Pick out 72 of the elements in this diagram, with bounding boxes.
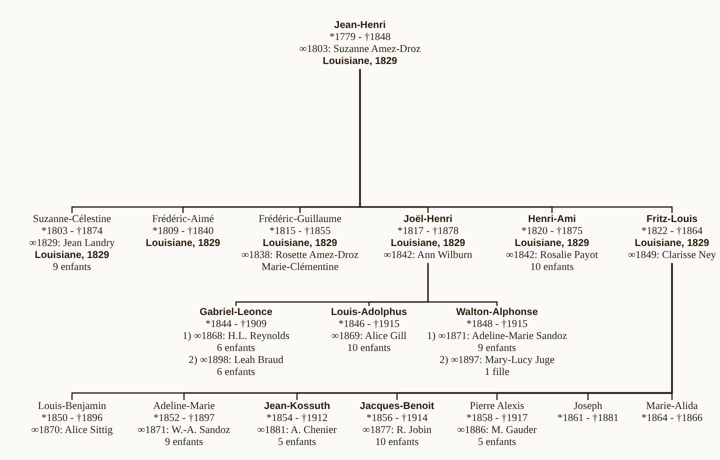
emigration-note: Louisiane, 1829	[322, 56, 398, 68]
person-detail: 1) ∞1868: H.L. Reynolds	[182, 331, 290, 343]
person-detail: *1779 - †1848	[329, 32, 391, 44]
person-detail: ∞1842: Ann Wilburn	[384, 250, 472, 262]
person-name: Henri-Ami	[528, 214, 576, 226]
person-detail: 10 enfants	[347, 343, 391, 355]
person-detail: 2) ∞1897: Mary-Lucy Juge	[439, 355, 555, 367]
person-detail: *1858 - †1917	[466, 413, 528, 425]
emigration-note: Louisiane, 1829	[34, 250, 110, 262]
person-name: Fritz-Louis	[646, 214, 698, 226]
person-detail: *1846 - †1915	[338, 319, 400, 331]
person-detail: *1864 - †1866	[641, 413, 703, 425]
person-name: Frédéric-Aimé	[152, 214, 214, 226]
person-detail: *1850 - †1896	[41, 413, 103, 425]
tree-line	[427, 263, 498, 306]
emigration-note: Louisiane, 1829	[262, 238, 338, 250]
person-detail: 9 enfants	[164, 437, 204, 449]
person-detail: Marie-Clémentine	[262, 262, 338, 274]
emigration-note: Louisiane, 1829	[634, 238, 710, 250]
person-detail: 6 enfants	[216, 343, 256, 355]
person-detail: ∞1829: Jean Landry	[29, 238, 115, 250]
person-detail: 1) ∞1871: Adeline-Marie Sandoz	[426, 331, 568, 343]
person-detail: *1803 - †1874	[41, 226, 103, 238]
person-name: Marie-Alida	[646, 401, 698, 413]
person-detail: *1844 - †1909	[205, 319, 267, 331]
person-detail: 5 enfants	[278, 437, 316, 449]
person-detail: *1822 - †1864	[641, 226, 703, 238]
person-name: Louis-Adolphus	[330, 307, 408, 319]
person-detail: ∞1871: W.-A. Sandoz	[138, 425, 230, 437]
person-detail: 10 enfants	[375, 437, 419, 449]
person-detail: ∞1869: Alice Gill	[331, 331, 407, 343]
person-name: Jacques-Benoit	[360, 401, 434, 413]
person-detail: 9 enfants	[478, 343, 516, 355]
emigration-note: Louisiane, 1829	[146, 238, 220, 250]
person-detail: ∞1842: Rosalie Payot	[506, 250, 598, 262]
person-detail: ∞1870: Alice Sittig	[31, 425, 113, 437]
person-detail: ∞1886: M. Gauder	[457, 425, 537, 437]
person-detail: ∞1877: R. Jobin	[362, 425, 432, 437]
person-name: Joseph	[574, 401, 602, 413]
tree-line	[671, 263, 673, 400]
person-name: Walton-Alphonse	[456, 307, 538, 319]
emigration-note: Louisiane, 1829	[514, 238, 590, 250]
person-name: Joël-Henri	[404, 214, 452, 226]
person-detail: *1852 - †1897	[153, 413, 215, 425]
person-detail: *1815 - †1855	[269, 226, 331, 238]
person-detail: 2) ∞1898: Leah Braud	[188, 355, 284, 367]
emigration-note: Louisiane, 1829	[390, 238, 466, 250]
person-detail: *1817 - †1878	[397, 226, 459, 238]
person-detail: *1809 - †1840	[152, 226, 214, 238]
person-detail: ∞1838: Rosette Amez-Droz	[241, 250, 359, 262]
tree-line	[359, 69, 673, 213]
person-name: Pierre Alexis	[470, 401, 524, 413]
person-name: Suzanne-Célestine	[32, 214, 112, 226]
person-detail: ∞1881: A. Chenier	[257, 425, 337, 437]
person-name: Adeline-Marie	[153, 401, 215, 413]
person-name: Frédéric-Guillaume	[258, 214, 342, 226]
person-name: Gabriel-Leonce	[200, 307, 272, 319]
person-detail: *1820 - †1875	[521, 226, 583, 238]
person-detail: ∞1849: Clarisse Ney	[628, 250, 716, 262]
person-detail: *1861 - †1881	[557, 413, 619, 425]
person-detail: 6 enfants	[216, 367, 256, 379]
person-detail: 10 enfants	[530, 262, 574, 274]
person-detail: 1 fille	[484, 367, 510, 379]
person-detail: *1856 - †1914	[366, 413, 428, 425]
person-detail: 9 enfants	[52, 262, 92, 274]
person-name: Louis-Benjamin	[38, 401, 106, 413]
person-detail: *1848 - †1915	[466, 319, 528, 331]
person-detail: *1854 - †1912	[266, 413, 328, 425]
person-detail: ∞1803: Suzanne Amez-Droz	[299, 44, 421, 56]
person-detail: 5 enfants	[478, 437, 516, 449]
person-name: Jean-Kossuth	[264, 401, 330, 413]
person-name: Jean-Henri	[334, 20, 386, 32]
